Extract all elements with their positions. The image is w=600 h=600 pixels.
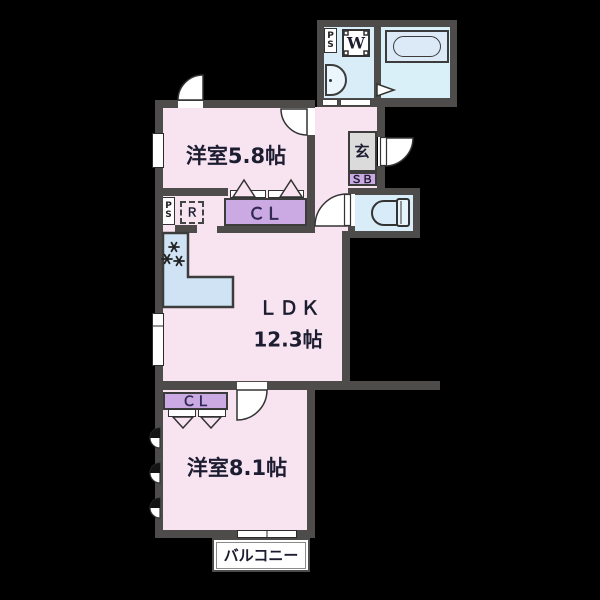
wall-segment — [155, 530, 315, 538]
pipe-space-top-label: PS — [327, 30, 334, 50]
wall-segment — [413, 188, 420, 238]
ldk-window — [152, 313, 164, 366]
washroom-door-panel2 — [340, 99, 371, 106]
closet2-label: ＣＬ — [182, 394, 210, 410]
closet1-door-panel — [268, 190, 304, 198]
ldk-size-label: 12.3帖 — [253, 327, 323, 352]
wall-segment — [307, 390, 315, 538]
wall-segment — [348, 225, 355, 231]
wall-segment — [155, 100, 315, 108]
balcony-inner-line — [216, 542, 306, 569]
basin-faucet-dot — [329, 79, 332, 82]
wash-basin — [325, 64, 347, 96]
shoe-box — [348, 172, 377, 186]
bedroom1-door-gap — [307, 108, 315, 135]
wall-segment — [377, 166, 385, 188]
bedroom1-window — [152, 133, 164, 168]
wall-segment — [155, 188, 228, 196]
entrance-box — [348, 131, 377, 172]
entry-door-gap — [378, 137, 387, 166]
bedroom1-label: 洋室5.8帖 — [185, 144, 287, 168]
wall-segment — [450, 20, 457, 107]
closet1-box — [224, 198, 307, 226]
bathtub-inner — [393, 36, 441, 57]
entrance-label: 玄 — [354, 142, 370, 161]
washroom-door-panel1 — [322, 99, 338, 106]
pipe-space-left: PS — [162, 197, 175, 225]
wall-segment — [377, 100, 385, 137]
pipe-space-left-label: PS — [165, 201, 172, 220]
closet1-label: ＣＬ — [248, 204, 282, 225]
toilet-door-gap — [345, 194, 355, 226]
ldk-label: ＬＤＫ — [258, 297, 322, 320]
toilet-floor — [355, 195, 413, 231]
wall-segment — [307, 100, 315, 233]
closet1-door-panel — [230, 190, 266, 198]
wall-segment — [348, 231, 420, 238]
balcony-label: バルコニー — [223, 546, 299, 565]
balcony-box — [212, 538, 310, 572]
exterior-door-arc — [177, 74, 204, 101]
wall-segment — [342, 231, 350, 390]
wall-segment — [217, 226, 307, 233]
shoe-box-label: ＳＢ — [351, 173, 373, 186]
wall-segment — [317, 20, 324, 107]
wall-segment — [317, 20, 457, 27]
wall-segment — [348, 188, 420, 195]
bedroom2-window — [237, 530, 297, 538]
exterior-door-gap — [178, 101, 203, 108]
kitchen-sink — [203, 281, 226, 303]
wall-segment — [374, 27, 381, 98]
entry-door-arc — [384, 137, 414, 167]
bedroom2-label: 洋室8.1帖 — [186, 456, 288, 480]
bedroom2-door-gap — [237, 382, 267, 390]
wall-segment — [175, 225, 197, 233]
wall-segment — [155, 381, 440, 390]
refrigerator-box — [180, 201, 204, 224]
refrigerator-label: Ｒ — [185, 205, 199, 220]
washer-label: W — [347, 33, 365, 53]
pipe-space-top: PS — [324, 28, 337, 53]
wall-segment — [317, 98, 457, 107]
